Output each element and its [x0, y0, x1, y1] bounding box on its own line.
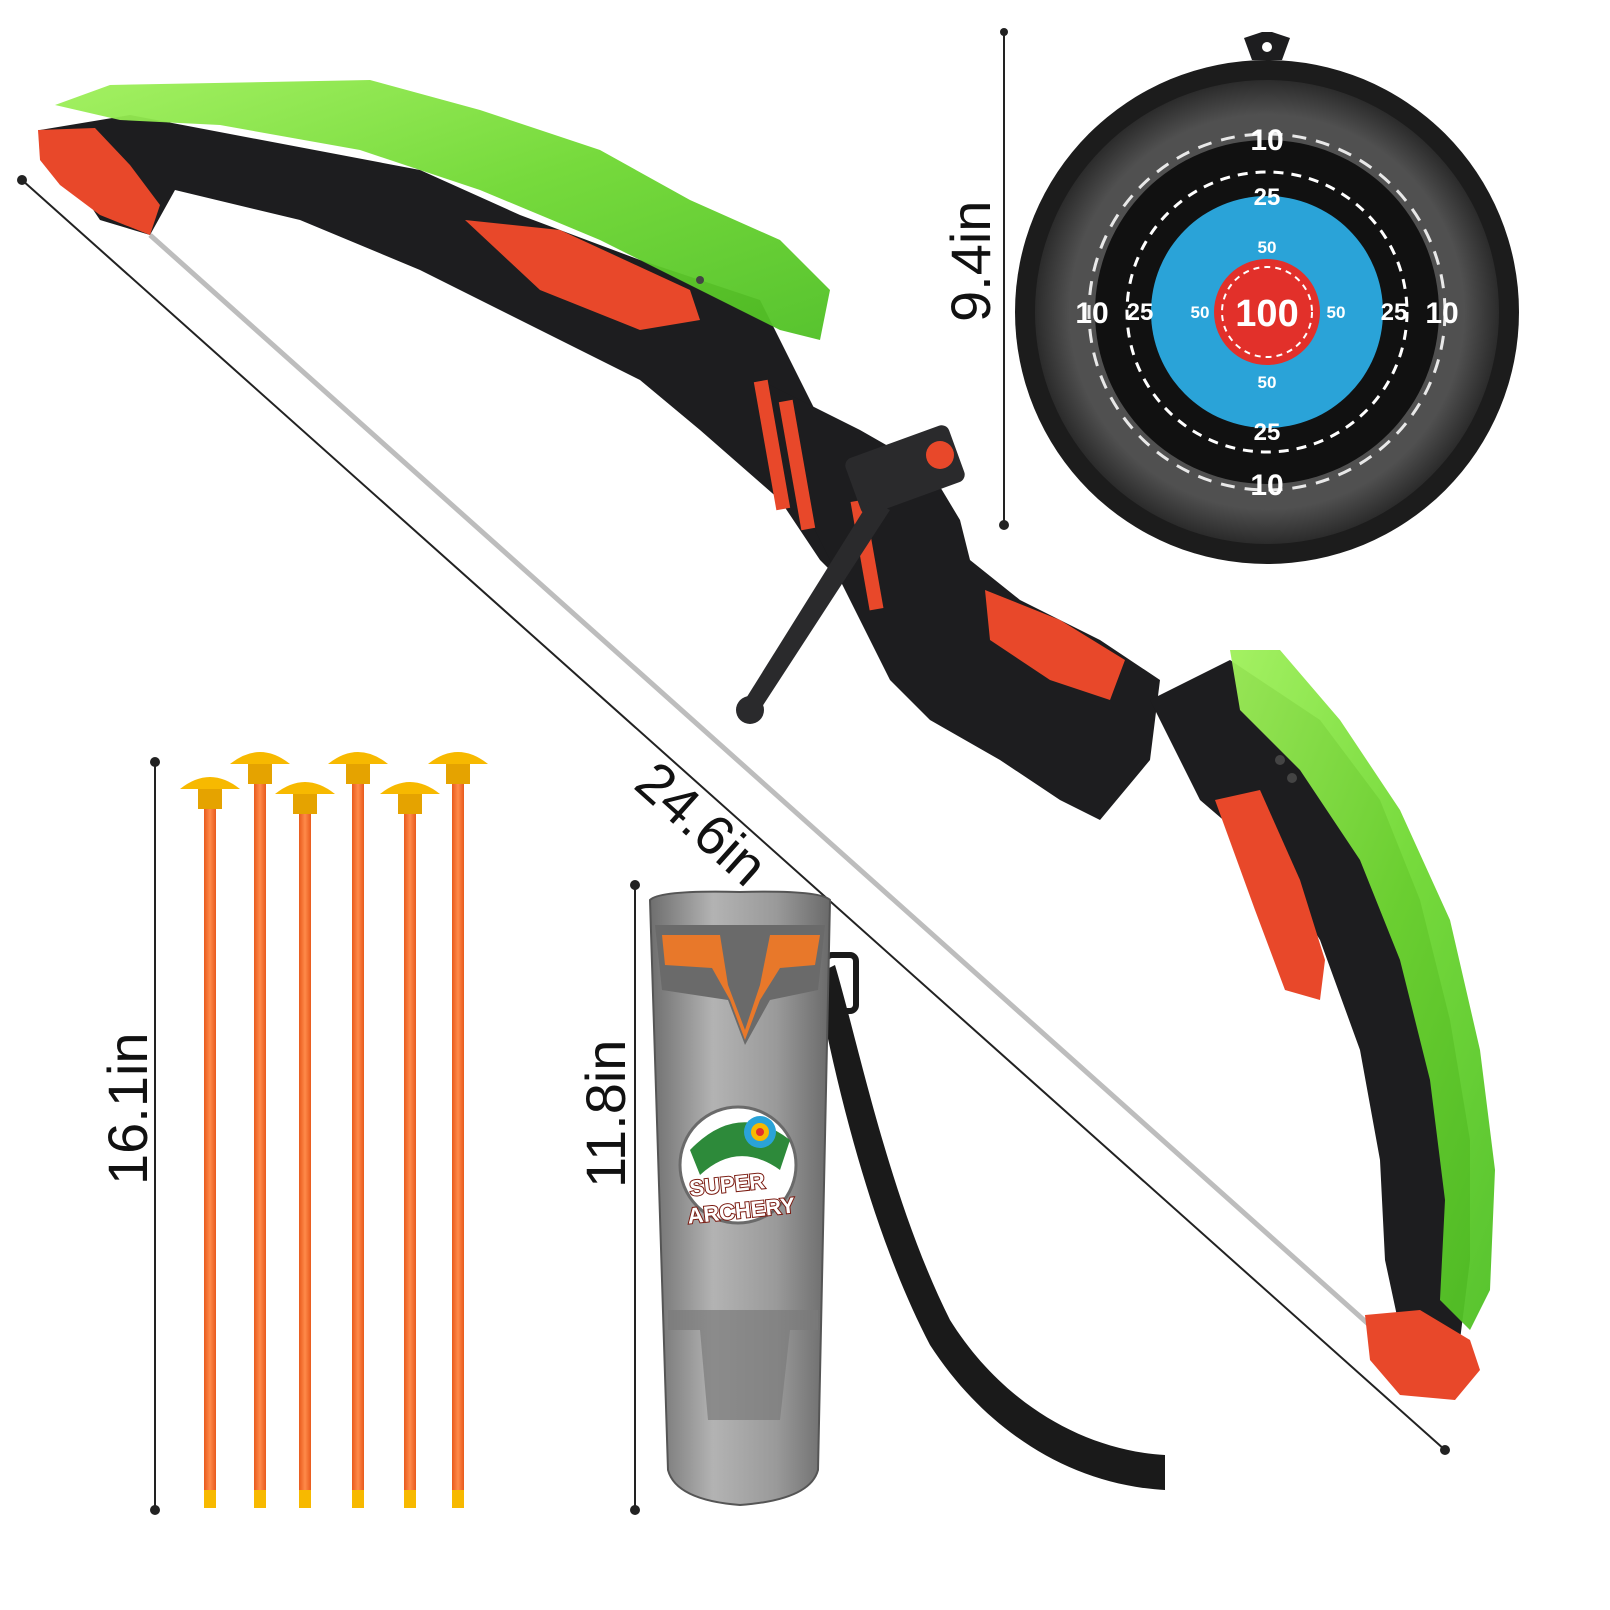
score-25-right: 25 [1381, 299, 1408, 326]
arrow-length-dimension [150, 757, 160, 1515]
lower-limb-accent [1215, 790, 1325, 1000]
suction-cup [328, 752, 388, 764]
limb-vent-dot [696, 276, 704, 284]
suction-arrow [428, 752, 488, 1508]
score-25-left: 25 [1127, 299, 1154, 326]
score-50-bottom: 50 [1258, 373, 1277, 392]
upper-limb-glow [55, 80, 830, 340]
suction-arrow [180, 777, 240, 1508]
bow [38, 80, 1495, 1400]
arrow-nock [254, 1490, 266, 1508]
bow-length-label: 24.6in [624, 749, 780, 898]
arrow-nock [404, 1490, 416, 1508]
arrow-nock [452, 1490, 464, 1508]
bow-length-dimension [17, 175, 1450, 1455]
arrow-shaft [404, 800, 416, 1495]
upper-tip-cap [38, 128, 160, 235]
score-10-bottom: 10 [1250, 469, 1283, 502]
suction-cup [180, 777, 240, 789]
quiver: SUPER ARCHERY [648, 890, 1165, 1507]
riser-stripe [753, 379, 791, 511]
suction-arrow [275, 782, 335, 1508]
quiver-height-dimension [630, 880, 640, 1515]
riser-stripe [778, 399, 816, 531]
quiver-orange-band [662, 935, 820, 1040]
lower-tip-cap [1365, 1310, 1480, 1400]
quiver-strap [815, 965, 1165, 1490]
arrow-shaft [452, 770, 464, 1495]
suction-arrow [230, 752, 290, 1508]
grip-accent [985, 590, 1125, 700]
score-10-right: 10 [1425, 297, 1458, 330]
score-10-top: 10 [1250, 124, 1283, 157]
arrow-nock [204, 1490, 216, 1508]
bow-string [148, 233, 1377, 1332]
arrow-shaft [254, 770, 266, 1495]
score-25-bottom: 25 [1254, 419, 1281, 446]
dartboard-target: 10 10 10 10 25 25 25 25 50 50 50 50 100 [1015, 32, 1519, 564]
suction-cup [230, 752, 290, 764]
score-100: 100 [1235, 293, 1298, 335]
suction-cup [275, 782, 335, 794]
arrow-shaft [204, 795, 216, 1495]
suction-arrows [180, 752, 488, 1508]
limb-vent-dot [1275, 755, 1285, 765]
arrow-rest [736, 425, 965, 724]
arrow-nock [299, 1490, 311, 1508]
limb-vent-dot [1287, 773, 1297, 783]
quiver-height-label: 11.8in [574, 1040, 637, 1188]
quiver-lower-panel [668, 1310, 818, 1420]
target-size-label: 9.4in [939, 201, 1002, 322]
suction-arrow [328, 752, 388, 1508]
target-size-dimension [999, 28, 1009, 530]
arrow-nock [352, 1490, 364, 1508]
suction-cup [380, 782, 440, 794]
arrow-length-label: 16.1in [96, 1032, 159, 1185]
suction-cup [428, 752, 488, 764]
target-bullseye [1214, 259, 1320, 365]
upper-limb-accent [465, 220, 700, 330]
super-archery-badge: SUPER ARCHERY [678, 1105, 798, 1230]
score-50-top: 50 [1258, 238, 1277, 257]
score-25-top: 25 [1254, 184, 1281, 211]
score-50-right: 50 [1327, 303, 1346, 322]
lower-limb-glow [1230, 650, 1495, 1330]
score-10-left: 10 [1075, 297, 1108, 330]
arrow-shaft [299, 800, 311, 1495]
suction-arrow [380, 782, 440, 1508]
arrow-shaft [352, 770, 364, 1495]
score-50-left: 50 [1191, 303, 1210, 322]
